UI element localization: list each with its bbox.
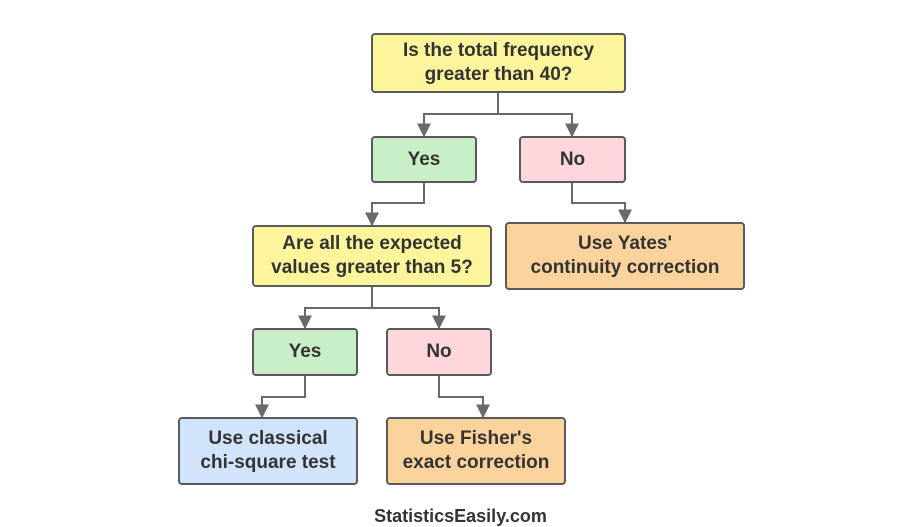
answer-yes-frequency: Yes	[371, 136, 477, 183]
connector-no2-fisher	[438, 376, 490, 419]
action-yates-correction-line2: continuity correction	[530, 257, 720, 278]
action-fisher-exact-line1: Use Fisher's	[419, 428, 533, 449]
answer-yes-frequency-label: Yes	[407, 148, 441, 170]
connector-yes2-classical	[255, 376, 306, 419]
action-yates-correction: Use Yates' continuity correction	[505, 222, 745, 290]
answer-no-expected: No	[386, 328, 492, 376]
question-expected-values-line1: Are all the expected	[282, 233, 462, 254]
question-total-frequency-line1: Is the total frequency	[402, 40, 595, 61]
answer-yes-expected-label: Yes	[288, 341, 322, 362]
question-expected-values-line2: values greater than 5?	[271, 257, 473, 278]
action-classical-chi-square: Use classical chi-square test	[178, 417, 358, 485]
question-total-frequency-line2: greater than 40?	[424, 64, 573, 85]
connector-yes1-q2	[365, 183, 425, 227]
connector-q1-no1	[497, 93, 579, 138]
connector-q2-no2	[371, 287, 446, 330]
connector-q2-yes2	[298, 287, 373, 330]
action-fisher-exact-line2: exact correction	[402, 452, 550, 473]
answer-yes-expected: Yes	[252, 328, 358, 376]
connector-no1-yates	[571, 183, 632, 224]
action-classical-chi-square-line1: Use classical	[208, 428, 328, 449]
question-total-frequency: Is the total frequency greater than 40?	[371, 33, 626, 93]
action-yates-correction-line1: Use Yates'	[578, 233, 672, 254]
action-fisher-exact: Use Fisher's exact correction	[386, 417, 566, 485]
answer-no-frequency: No	[519, 136, 626, 183]
question-expected-values: Are all the expected values greater than…	[252, 225, 492, 287]
connector-q1-yes1	[417, 93, 499, 138]
footer-site-credit: StatisticsEasily.com	[374, 506, 547, 526]
answer-no-frequency-label: No	[559, 148, 586, 170]
action-classical-chi-square-line2: chi-square test	[200, 452, 336, 473]
answer-no-expected-label: No	[426, 341, 452, 362]
